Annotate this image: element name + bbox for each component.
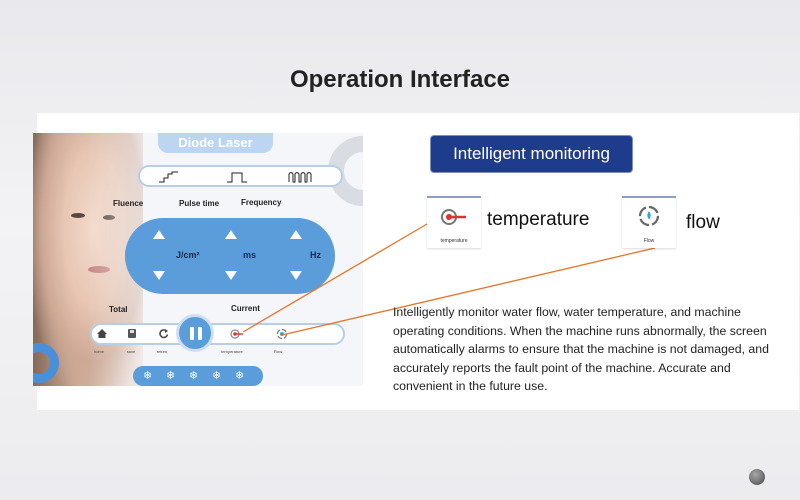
return-caption: return (156, 349, 168, 354)
pulse-time-up-arrow[interactable] (225, 230, 237, 239)
pulse-wave-icon[interactable] (226, 171, 248, 183)
temperature-card: temperature (427, 196, 481, 248)
snowflake-icon: ❄ (166, 370, 176, 382)
flow-card-caption: Flow (643, 238, 655, 244)
pulse-time-unit: ms (243, 250, 257, 260)
frequency-down-arrow[interactable] (290, 271, 302, 280)
fluence-label: Fluence (113, 199, 144, 208)
frequency-wave-icon[interactable] (288, 171, 314, 183)
device-screen: Diode Laser Fluence Pulse time Frequency… (33, 133, 363, 386)
return-icon[interactable] (158, 328, 169, 339)
description-text: Intelligently monitor water flow, water … (393, 305, 769, 393)
intelligent-monitoring-badge: Intelligent monitoring (430, 135, 633, 173)
temperature-connector (242, 223, 428, 333)
cooling-bar[interactable]: ❄ ❄ ❄ ❄ ❄ (133, 366, 263, 386)
temperature-label: temperature (487, 209, 590, 230)
temperature-card-caption: temperature (440, 238, 468, 244)
snowflake-icon: ❄ (212, 370, 222, 382)
control-bar (90, 323, 345, 345)
flow-caption: Flow (273, 349, 283, 354)
temperature-caption: temperature (221, 349, 243, 354)
current-label: Current (231, 304, 260, 313)
flow-card: Flow (622, 196, 676, 248)
flow-icon (638, 205, 660, 227)
frequency-unit: Hz (310, 250, 321, 260)
home-icon[interactable] (96, 328, 108, 339)
pulse-time-label: Pulse time (179, 199, 220, 208)
pause-button[interactable] (176, 314, 214, 352)
slide-title: Operation Interface (289, 66, 511, 93)
parameter-panel: J/cm² ms Hz (125, 218, 335, 294)
slide-nav-dot[interactable] (749, 469, 765, 485)
flow-connector (281, 247, 656, 336)
decorative-ring (33, 343, 59, 383)
pause-icon (190, 327, 194, 340)
fluence-wave-icon[interactable] (158, 171, 180, 183)
home-caption: home (93, 349, 104, 354)
fluence-up-arrow[interactable] (153, 230, 165, 239)
fluence-unit: J/cm² (176, 250, 200, 260)
face-eye (71, 213, 85, 218)
snowflake-icon: ❄ (235, 370, 245, 382)
save-icon[interactable] (127, 328, 137, 339)
device-title: Diode Laser (158, 133, 273, 153)
waveform-selector[interactable] (138, 165, 343, 187)
save-caption: save (126, 349, 136, 354)
snowflake-icon: ❄ (189, 370, 199, 382)
temperature-icon (441, 209, 466, 225)
total-label: Total (109, 305, 128, 314)
frequency-up-arrow[interactable] (290, 230, 302, 239)
pause-icon (198, 327, 202, 340)
flow-label: flow (686, 212, 720, 233)
snowflake-icon: ❄ (143, 370, 153, 382)
fluence-down-arrow[interactable] (153, 271, 165, 280)
pulse-time-down-arrow[interactable] (225, 271, 237, 280)
temperature-icon[interactable] (230, 328, 244, 340)
frequency-label: Frequency (241, 198, 282, 207)
